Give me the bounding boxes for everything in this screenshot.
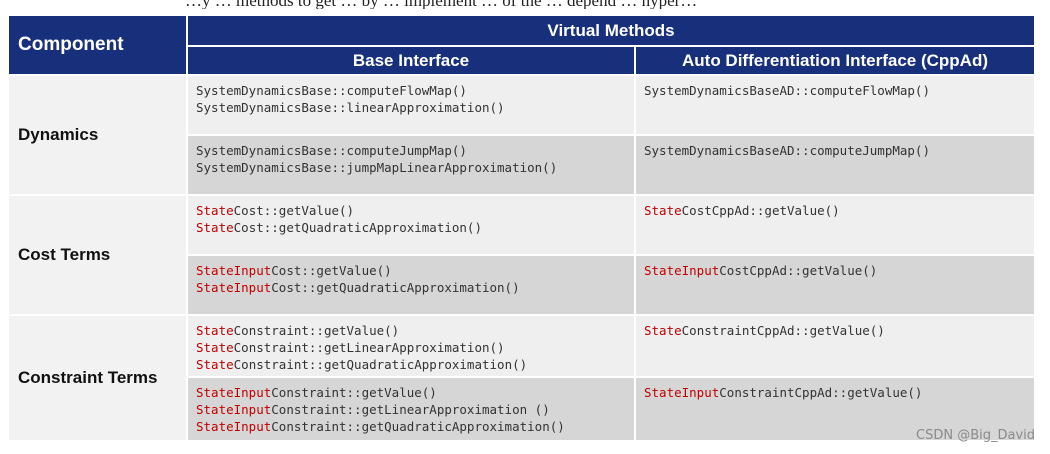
ad-interface-cell: SystemDynamicsBaseAD::computeJumpMap() [636, 136, 1037, 196]
method-name: SystemDynamicsBaseAD::computeJumpMap() [644, 143, 930, 158]
method-name: Constraint::getValue() [233, 323, 400, 338]
method-name: SystemDynamicsBase::computeJumpMap() [196, 143, 467, 158]
table-row: StateInputConstraint::getValue()StateInp… [9, 378, 1037, 442]
method-name: ConstraintCppAd::getValue() [681, 323, 885, 338]
ad-interface-cell: StateInputCostCppAd::getValue() [636, 256, 1037, 316]
class-prefix: State [644, 323, 682, 338]
method-signature: StateInputCostCppAd::getValue() [644, 262, 1026, 279]
ad-interface-cell: StateInputConstraintCppAd::getValue() [636, 378, 1037, 442]
class-prefix: StateInput [644, 263, 720, 278]
class-prefix: StateInput [196, 402, 272, 417]
method-signature: StateInputConstraint::getLinearApproxima… [196, 401, 626, 418]
method-name: ConstraintCppAd::getValue() [719, 385, 923, 400]
component-cell: Constraint Terms [9, 316, 188, 442]
method-signature: StateConstraint::getValue() [196, 322, 626, 339]
method-name: CostCppAd::getValue() [681, 203, 840, 218]
method-signature: StateCostCppAd::getValue() [644, 202, 1026, 219]
method-name: Constraint::getLinearApproximation () [271, 402, 550, 417]
class-prefix: StateInput [644, 385, 720, 400]
class-prefix: StateInput [196, 419, 272, 434]
method-name: Constraint::getLinearApproximation() [233, 340, 505, 355]
method-signature: StateConstraint::getLinearApproximation(… [196, 339, 626, 356]
class-prefix: State [196, 340, 234, 355]
method-signature: SystemDynamicsBase::jumpMapLinearApproxi… [196, 159, 626, 176]
base-interface-cell: SystemDynamicsBase::computeFlowMap()Syst… [188, 76, 636, 136]
table-row: SystemDynamicsBase::computeJumpMap()Syst… [9, 136, 1037, 196]
class-prefix: StateInput [196, 280, 272, 295]
method-name: Constraint::getQuadraticApproximation() [233, 357, 528, 372]
method-signature: StateCost::getQuadraticApproximation() [196, 219, 626, 236]
component-cell: Dynamics [9, 76, 188, 196]
watermark: CSDN @Big_David [916, 428, 1036, 443]
cropped-caption-text: …y … methods to get … by … implement … o… [185, 0, 885, 9]
ad-interface-cell: StateConstraintCppAd::getValue() [636, 316, 1037, 378]
method-name: Constraint::getValue() [271, 385, 437, 400]
ad-interface-cell: SystemDynamicsBaseAD::computeFlowMap() [636, 76, 1037, 136]
header-virtual-methods: Virtual Methods [188, 16, 1037, 47]
class-prefix: StateInput [196, 385, 272, 400]
component-cell: Cost Terms [9, 196, 188, 316]
base-interface-cell: StateCost::getValue()StateCost::getQuadr… [188, 196, 636, 256]
method-signature: SystemDynamicsBase::computeFlowMap() [196, 82, 626, 99]
class-prefix: State [196, 203, 234, 218]
method-name: SystemDynamicsBase::computeFlowMap() [196, 83, 467, 98]
base-interface-cell: StateInputConstraint::getValue()StateInp… [188, 378, 636, 442]
method-signature: StateInputConstraintCppAd::getValue() [644, 384, 1026, 401]
method-name: SystemDynamicsBase::linearApproximation(… [196, 100, 505, 115]
class-prefix: State [196, 220, 234, 235]
method-signature: StateConstraint::getQuadraticApproximati… [196, 356, 626, 373]
method-name: Constraint::getQuadraticApproximation() [271, 419, 565, 434]
class-prefix: State [196, 323, 234, 338]
base-interface-cell: StateInputCost::getValue()StateInputCost… [188, 256, 636, 316]
method-name: SystemDynamicsBaseAD::computeFlowMap() [644, 83, 930, 98]
method-signature: StateInputConstraint::getValue() [196, 384, 626, 401]
method-name: Cost::getValue() [271, 263, 392, 278]
base-interface-cell: StateConstraint::getValue()StateConstrai… [188, 316, 636, 378]
method-signature: StateInputCost::getValue() [196, 262, 626, 279]
class-prefix: State [644, 203, 682, 218]
method-name: CostCppAd::getValue() [719, 263, 878, 278]
method-signature: SystemDynamicsBaseAD::computeFlowMap() [644, 82, 1026, 99]
class-prefix: StateInput [196, 263, 272, 278]
class-prefix: State [196, 357, 234, 372]
method-signature: StateInputConstraint::getQuadraticApprox… [196, 418, 626, 435]
base-interface-cell: SystemDynamicsBase::computeJumpMap()Syst… [188, 136, 636, 196]
method-name: Cost::getQuadraticApproximation() [271, 280, 520, 295]
header-ad-interface: Auto Differentiation Interface (CppAd) [636, 47, 1037, 76]
method-signature: StateInputCost::getQuadraticApproximatio… [196, 279, 626, 296]
method-signature: SystemDynamicsBase::linearApproximation(… [196, 99, 626, 116]
method-signature: SystemDynamicsBase::computeJumpMap() [196, 142, 626, 159]
method-name: Cost::getQuadraticApproximation() [233, 220, 482, 235]
header-base-interface: Base Interface [188, 47, 636, 76]
virtual-methods-table: Component Virtual Methods Base Interface… [9, 16, 1037, 442]
method-name: Cost::getValue() [233, 203, 355, 218]
method-name: SystemDynamicsBase::jumpMapLinearApproxi… [196, 160, 558, 175]
method-signature: StateCost::getValue() [196, 202, 626, 219]
table-row: StateInputCost::getValue()StateInputCost… [9, 256, 1037, 316]
ad-interface-cell: StateCostCppAd::getValue() [636, 196, 1037, 256]
header-component: Component [9, 16, 188, 76]
method-signature: SystemDynamicsBaseAD::computeJumpMap() [644, 142, 1026, 159]
method-signature: StateConstraintCppAd::getValue() [644, 322, 1026, 339]
